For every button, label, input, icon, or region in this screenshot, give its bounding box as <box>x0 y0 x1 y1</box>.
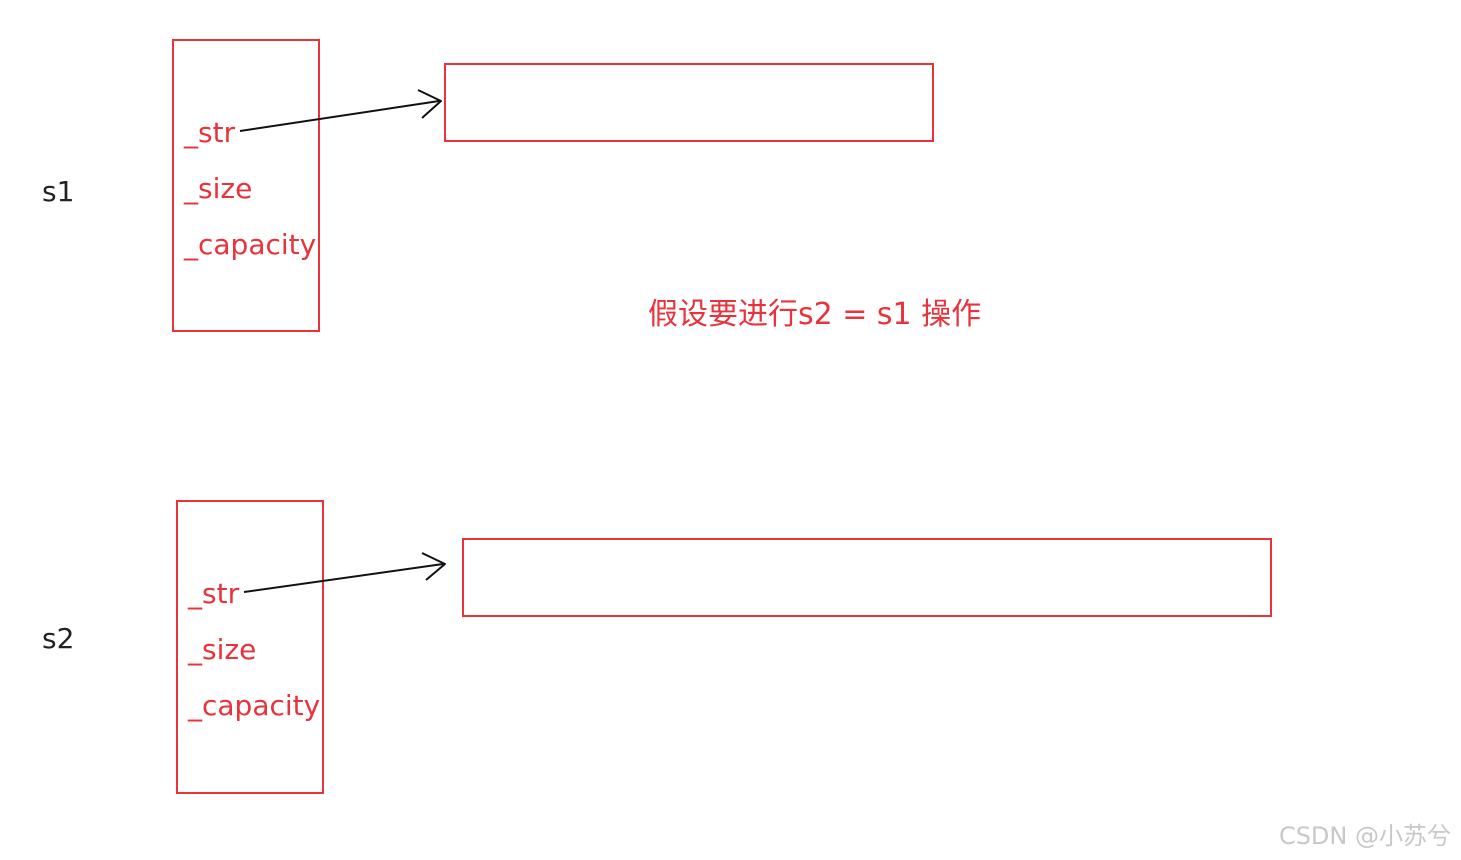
watermark-text: CSDN @小苏兮 <box>1278 822 1451 850</box>
field-size-s1: _size <box>184 172 253 205</box>
field-capacity-s2: _capacity <box>188 689 321 722</box>
heap-buffer-s2 <box>462 538 1272 617</box>
object-box-s1: _str _size _capacity <box>172 39 320 332</box>
operation-caption: 假设要进行s2 = s1 操作 <box>648 297 982 332</box>
field-size-s2: _size <box>188 633 257 666</box>
object-label-s2: s2 <box>42 622 75 655</box>
heap-buffer-s1 <box>444 63 934 142</box>
field-str-s2: _str <box>188 577 240 610</box>
object-box-s2: _str _size _capacity <box>176 500 324 794</box>
field-capacity-s1: _capacity <box>184 228 317 261</box>
field-str-s1: _str <box>184 116 236 149</box>
object-label-s1: s1 <box>42 175 75 208</box>
